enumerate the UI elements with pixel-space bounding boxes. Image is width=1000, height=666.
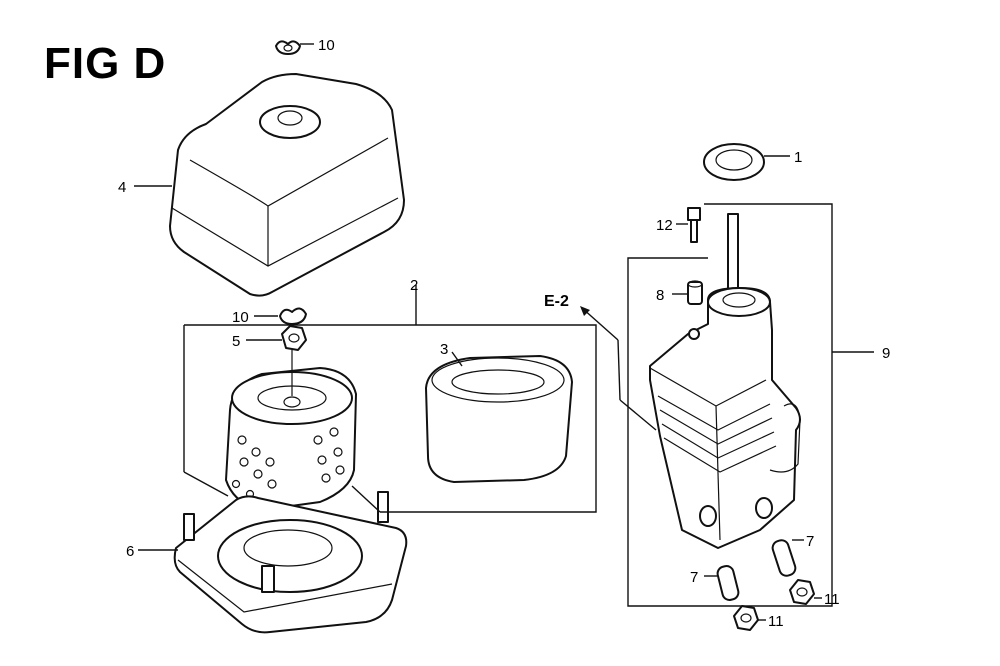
part-filter-element <box>225 350 357 511</box>
callout-9: 9 <box>882 345 890 362</box>
part-nut-b <box>733 605 759 631</box>
callout-2: 2 <box>410 277 418 294</box>
part-bolt <box>687 207 701 243</box>
figure-title: FIG D <box>44 39 167 88</box>
part-cover <box>169 73 405 297</box>
callout-7a: 7 <box>806 533 814 550</box>
callout-10-lower: 10 <box>232 309 249 326</box>
reference-e2: E-2 <box>544 293 569 310</box>
callout-10-top: 10 <box>318 37 335 54</box>
part-elbow-case <box>649 287 801 549</box>
callout-7b: 7 <box>690 569 698 586</box>
callout-11a: 11 <box>824 591 840 608</box>
leader-3 <box>451 351 463 367</box>
callout-4: 4 <box>118 179 126 196</box>
part-nut-a <box>789 579 815 605</box>
part-inner-element <box>425 355 573 483</box>
part-base <box>173 491 408 634</box>
part-collar <box>687 280 703 305</box>
part-dowel-a <box>771 539 797 577</box>
callout-5: 5 <box>232 333 240 350</box>
part-wing-nut-lower <box>279 307 307 325</box>
part-gasket <box>703 143 765 181</box>
reference-leader-e2 <box>580 306 657 431</box>
callout-6: 6 <box>126 543 134 560</box>
callout-12: 12 <box>656 217 673 234</box>
callout-1: 1 <box>794 149 802 166</box>
callout-3: 3 <box>440 341 448 358</box>
callout-8: 8 <box>656 287 664 304</box>
part-dowel-b <box>716 565 740 601</box>
bracket-group-9 <box>627 203 874 607</box>
part-nut <box>281 325 307 351</box>
part-wing-nut-top <box>275 40 301 55</box>
callout-11b: 11 <box>768 613 784 630</box>
bracket-group-2 <box>183 285 597 513</box>
